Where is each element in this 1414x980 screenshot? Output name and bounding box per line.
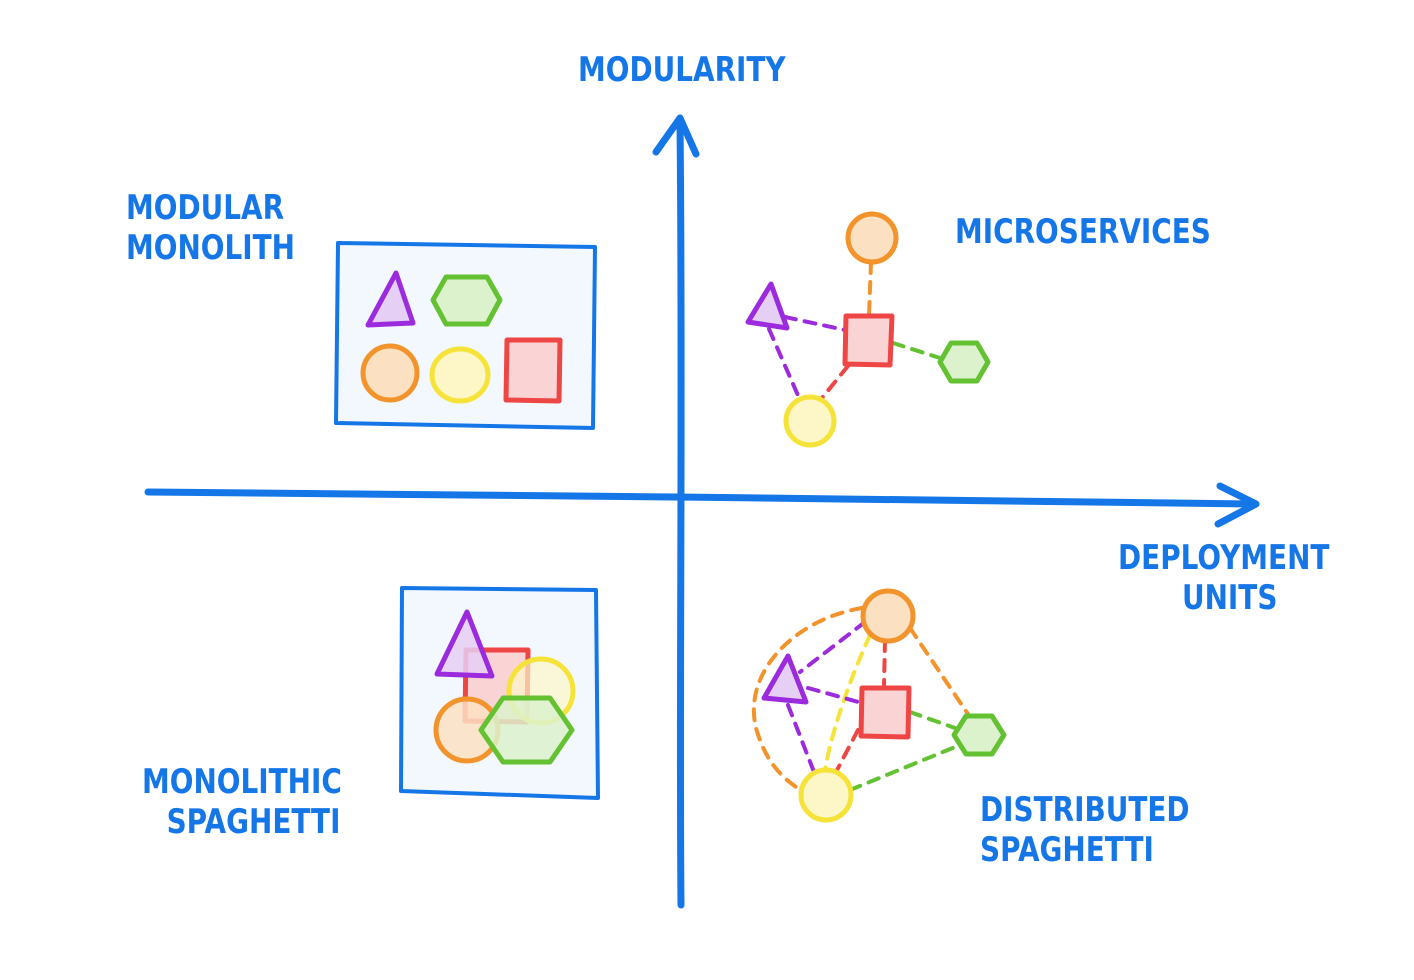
distributed-spaghetti-group [752, 588, 1007, 823]
triangle-distributed [761, 653, 809, 705]
quadrant-label-line1: Monolithic [142, 762, 342, 802]
square-service [842, 313, 895, 368]
connection-line [823, 633, 872, 772]
y-axis-label: Modularity [578, 50, 786, 90]
quadrant-label-line1: Microservices [955, 212, 1211, 252]
monolithic-spaghetti-group [399, 586, 600, 800]
hexagon-distributed [951, 713, 1007, 757]
hexagon-tangled [478, 695, 575, 765]
quadrant-label-distributed-spaghetti: Distributed Spaghetti [980, 790, 1190, 870]
quadrant-label-modular-monolith: Modular Monolith [126, 188, 295, 268]
x-axis-arrowhead [1214, 482, 1260, 528]
quadrant-label-line1: Distributed [980, 790, 1190, 830]
orange-circle-module [360, 343, 420, 403]
hexagon-module [430, 274, 503, 327]
triangle-service [745, 281, 790, 331]
triangle-module [365, 270, 416, 328]
yellow-circle-distributed [798, 767, 854, 823]
connection-line [908, 626, 974, 722]
axes [144, 114, 1260, 909]
microservices-connections [767, 260, 942, 402]
connection-line [820, 364, 850, 400]
quadrant-label-microservices: Microservices [955, 212, 1211, 252]
connection-line [783, 315, 847, 332]
connection-line [752, 606, 864, 794]
quadrant-label-line1: Modular [126, 188, 285, 228]
orange-circle-distributed [860, 588, 916, 644]
connection-line [908, 710, 957, 730]
triangle-tangled [434, 609, 495, 679]
x-axis-label: Deployment Units [1118, 538, 1329, 618]
distributed-connections [752, 606, 974, 794]
y-axis-line [676, 119, 685, 909]
quadrant-label-line2: Spaghetti [980, 830, 1154, 870]
square-distributed [858, 685, 912, 740]
x-axis-line [144, 488, 1256, 508]
connection-line [786, 703, 816, 774]
y-axis-arrowhead [652, 114, 700, 158]
quadrant-label-line2: Spaghetti [166, 802, 341, 842]
connection-line [798, 620, 867, 674]
connection-line [767, 327, 802, 402]
y-axis-label-text: Modularity [578, 50, 786, 90]
square-module [503, 337, 563, 404]
connection-line [882, 638, 887, 687]
connection-line [867, 260, 873, 318]
orange-circle-service [845, 211, 899, 265]
connection-line [891, 341, 942, 360]
connection-line [834, 728, 860, 774]
yellow-circle-service [783, 394, 837, 448]
yellow-circle-module [429, 346, 491, 404]
modular-monolith-group [334, 241, 597, 430]
x-axis-label-line1: Deployment [1118, 538, 1330, 578]
hexagon-service [937, 340, 991, 384]
quadrant-label-monolithic-spaghetti: Monolithic Spaghetti [142, 762, 342, 842]
microservices-group [745, 211, 991, 448]
x-axis-label-line2: Units [1181, 578, 1278, 618]
connection-line [806, 686, 864, 705]
connection-line [848, 743, 962, 792]
quadrant-label-line2: Monolith [126, 228, 295, 268]
